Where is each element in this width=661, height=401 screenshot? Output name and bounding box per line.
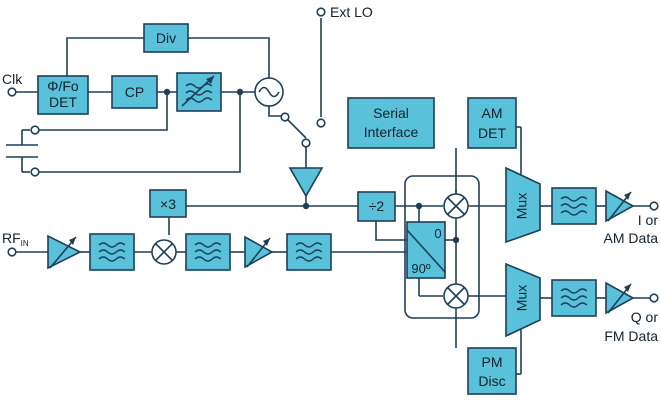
- pfd-label-line1: Φ/Fo: [47, 78, 79, 94]
- out-filter-q: [551, 279, 597, 317]
- out-filter-i: [551, 187, 597, 225]
- rf-sub-label: IN: [21, 239, 29, 248]
- mux-q-block: Mux: [505, 262, 541, 338]
- pm-disc-label-line2: Disc: [478, 373, 505, 389]
- out-vga-q: [605, 281, 635, 315]
- out-i-label-line1: I or: [638, 212, 659, 228]
- mux-i-block: Mux: [505, 166, 541, 244]
- charge-pump-block: CP: [111, 75, 158, 109]
- rf-filter-1: [89, 233, 135, 271]
- cp-label: CP: [125, 84, 144, 100]
- out-i-label-line2: AM Data: [604, 230, 659, 246]
- mixer-x3: [151, 239, 177, 265]
- tunable-filter-block: [176, 72, 222, 112]
- phase-splitter-block: 0 90º: [406, 221, 446, 279]
- mux-i-label: Mux: [514, 193, 530, 219]
- out-vga-i: [605, 189, 635, 223]
- rf-label: RF: [2, 230, 21, 246]
- serial-label-line1: Serial: [373, 105, 409, 121]
- rf-filter-2: [185, 233, 231, 271]
- sine-icon: [258, 86, 280, 98]
- rf-filter-3: [286, 233, 332, 271]
- pm-disc-label-line1: PM: [482, 354, 503, 370]
- out-q-label-line2: FM Data: [604, 328, 658, 344]
- div-label: Div: [156, 30, 176, 46]
- mux-q-label: Mux: [514, 285, 530, 311]
- pm-disc-block: PM Disc: [467, 347, 517, 395]
- rf-vga-2: [244, 235, 274, 269]
- mixer-i: [443, 193, 469, 219]
- phase-0-label: 0: [434, 226, 441, 241]
- ext-lo-label: Ext LO: [330, 4, 373, 20]
- x3-multiplier-block: ×3: [149, 189, 187, 218]
- rf-input-vga: [47, 234, 82, 270]
- serial-interface-block: Serial Interface: [347, 97, 435, 149]
- phase-90-label: 90º: [411, 261, 430, 276]
- lo-buffer-amp: [288, 167, 324, 198]
- am-det-block: AM DET: [467, 97, 517, 149]
- rf-in-label: RFIN: [2, 230, 29, 248]
- pfd-label-line2: DET: [49, 94, 77, 110]
- vco-block: [254, 77, 284, 107]
- am-det-label-line1: AM: [482, 105, 503, 121]
- div-block: Div: [143, 23, 189, 53]
- serial-label-line2: Interface: [364, 124, 419, 140]
- phase-detector-block: Φ/Fo DET: [37, 75, 89, 115]
- am-det-label-line2: DET: [478, 125, 506, 141]
- junction-dots: [163, 88, 460, 244]
- wires: [6, 18, 650, 374]
- x3-label: ×3: [160, 196, 176, 212]
- div2-label: ÷2: [369, 198, 385, 214]
- terminals: [7, 7, 659, 303]
- iq-demod-enclosure: [404, 175, 480, 319]
- out-q-label-line1: Q or: [631, 309, 659, 325]
- mixer-q: [443, 283, 469, 309]
- clk-label: Clk: [2, 71, 23, 87]
- div2-block: ÷2: [357, 191, 396, 222]
